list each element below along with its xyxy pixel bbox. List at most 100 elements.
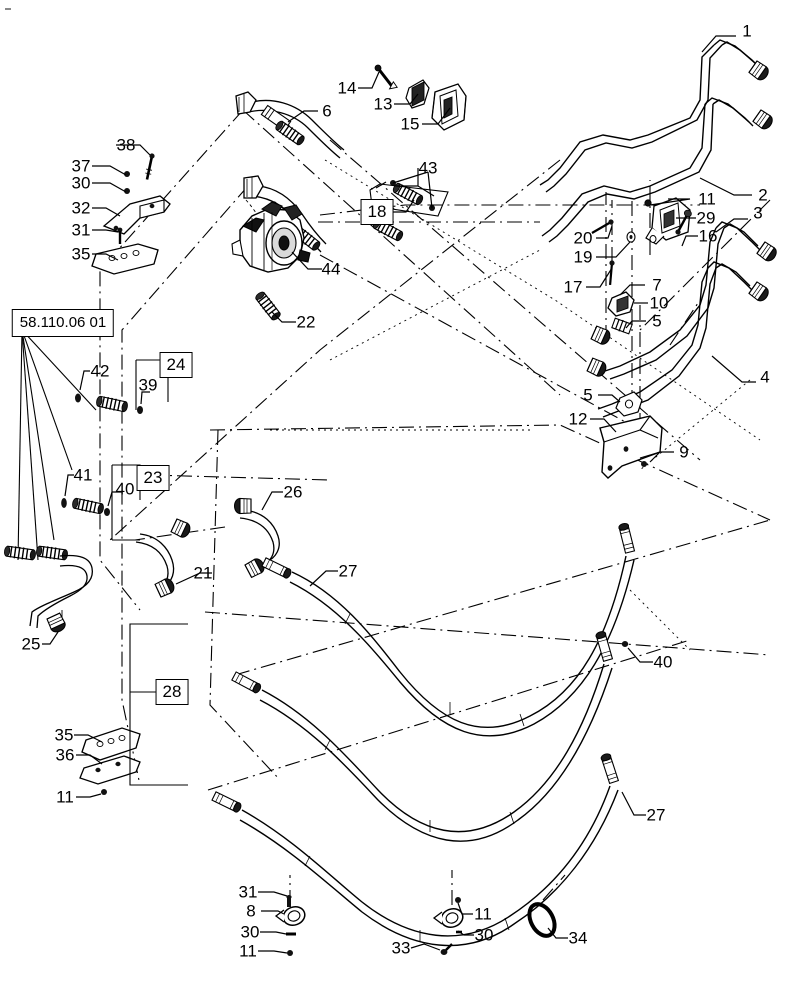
callout-37: 37 <box>71 156 91 176</box>
reference-label: 58.110.06 01 <box>11 309 115 337</box>
callout-13: 13 <box>373 94 393 114</box>
part-39 <box>137 406 143 414</box>
callout-5: 5 <box>652 311 662 331</box>
callout-8: 8 <box>246 901 256 921</box>
leader-lines <box>42 35 756 954</box>
callout-25: 25 <box>21 634 41 654</box>
clip-10 <box>607 291 635 317</box>
callout-16: 16 <box>698 226 718 246</box>
callout-15: 15 <box>400 114 420 134</box>
callout-31: 31 <box>238 882 258 902</box>
oring-33-group <box>432 897 464 955</box>
hose-6-fitting <box>260 104 307 148</box>
corner-mark <box>5 8 11 10</box>
bolt-31 <box>117 227 123 244</box>
callout-2: 2 <box>758 185 768 205</box>
callout-32: 32 <box>71 198 91 218</box>
hose-6 <box>235 91 345 159</box>
callout-38: 38 <box>116 135 136 155</box>
part-42 <box>75 393 81 403</box>
reference-fan-lines <box>17 329 97 561</box>
callout-4: 4 <box>760 367 770 387</box>
callout-30: 30 <box>240 922 260 942</box>
bracket-35-upper <box>91 243 159 275</box>
callout-14: 14 <box>337 78 357 98</box>
callout-40: 40 <box>115 479 135 499</box>
callout-21: 21 <box>193 563 213 583</box>
fitting-5-upper <box>611 317 633 335</box>
callout-35: 35 <box>54 725 74 745</box>
hose-21 <box>135 518 193 598</box>
hose-middle <box>231 630 614 842</box>
tube-assembly-4 <box>597 261 753 418</box>
fitting-1 <box>748 59 772 83</box>
plate-36 <box>79 755 141 785</box>
boxed-callout-28: 28 <box>155 679 189 705</box>
hose-27-upper <box>261 521 636 737</box>
bracket-32-group <box>102 195 171 235</box>
callout-11: 11 <box>56 787 74 807</box>
bolt-11-bottom-left <box>287 950 293 956</box>
bolt-11-lower <box>101 789 107 795</box>
callout-22: 22 <box>296 312 316 332</box>
callout-35: 35 <box>71 244 91 264</box>
callout-30: 30 <box>474 925 494 945</box>
callout-12: 12 <box>568 409 588 429</box>
bracket-35-lower <box>81 727 141 761</box>
bracket-28-line <box>129 623 188 786</box>
bolt-30 <box>124 188 130 194</box>
fitting-4 <box>748 280 772 304</box>
part-40-left <box>104 508 110 516</box>
clamp-8 <box>274 905 306 927</box>
callout-30: 30 <box>71 173 91 193</box>
part-41 <box>61 498 67 508</box>
callout-27: 27 <box>646 805 666 825</box>
fitting-3 <box>756 240 780 264</box>
callout-6: 6 <box>322 101 332 121</box>
callout-36: 36 <box>55 745 75 765</box>
callout-11: 11 <box>698 189 716 209</box>
callout-34: 34 <box>568 928 588 948</box>
bolt-38 <box>145 153 155 180</box>
bolt-37 <box>124 171 130 177</box>
callout-3: 3 <box>753 203 763 223</box>
part-15 <box>431 83 467 131</box>
bolt-16 <box>675 209 692 235</box>
callout-7: 7 <box>652 275 662 295</box>
callout-11: 11 <box>239 941 257 961</box>
callout-43: 43 <box>418 158 438 178</box>
callout-27: 27 <box>338 561 358 581</box>
callout-10: 10 <box>649 293 669 313</box>
callout-19: 19 <box>573 247 593 267</box>
callout-11: 11 <box>474 904 492 924</box>
construction-lines-dotted <box>270 159 761 651</box>
callout-41: 41 <box>73 465 93 485</box>
callout-31: 31 <box>71 220 91 240</box>
washer-19 <box>626 231 636 243</box>
callout-42: 42 <box>90 361 110 381</box>
callout-39: 39 <box>138 375 158 395</box>
boxed-callout-23: 23 <box>136 465 170 491</box>
callout-40: 40 <box>653 652 673 672</box>
callout-29: 29 <box>696 208 716 228</box>
bolt-31-bottom <box>286 895 292 907</box>
callout-26: 26 <box>283 482 303 502</box>
bolt-20 <box>591 219 614 234</box>
fitting-5-lower <box>615 391 643 417</box>
callout-44: 44 <box>321 259 341 279</box>
hose-27-lower <box>211 752 620 947</box>
part-40-right <box>621 641 629 647</box>
tube-assembly-1 <box>539 39 761 193</box>
fitting-2 <box>752 108 776 132</box>
tube-assembly-2 <box>541 97 754 243</box>
boxed-callout-18: 18 <box>360 199 394 225</box>
boxed-callout-24: 24 <box>159 352 193 378</box>
callout-33: 33 <box>391 938 411 958</box>
callout-20: 20 <box>573 228 593 248</box>
bolt-11-top <box>644 199 652 207</box>
callout-5: 5 <box>583 385 593 405</box>
callout-9: 9 <box>679 442 689 462</box>
tube-assembly-3 <box>604 221 761 380</box>
